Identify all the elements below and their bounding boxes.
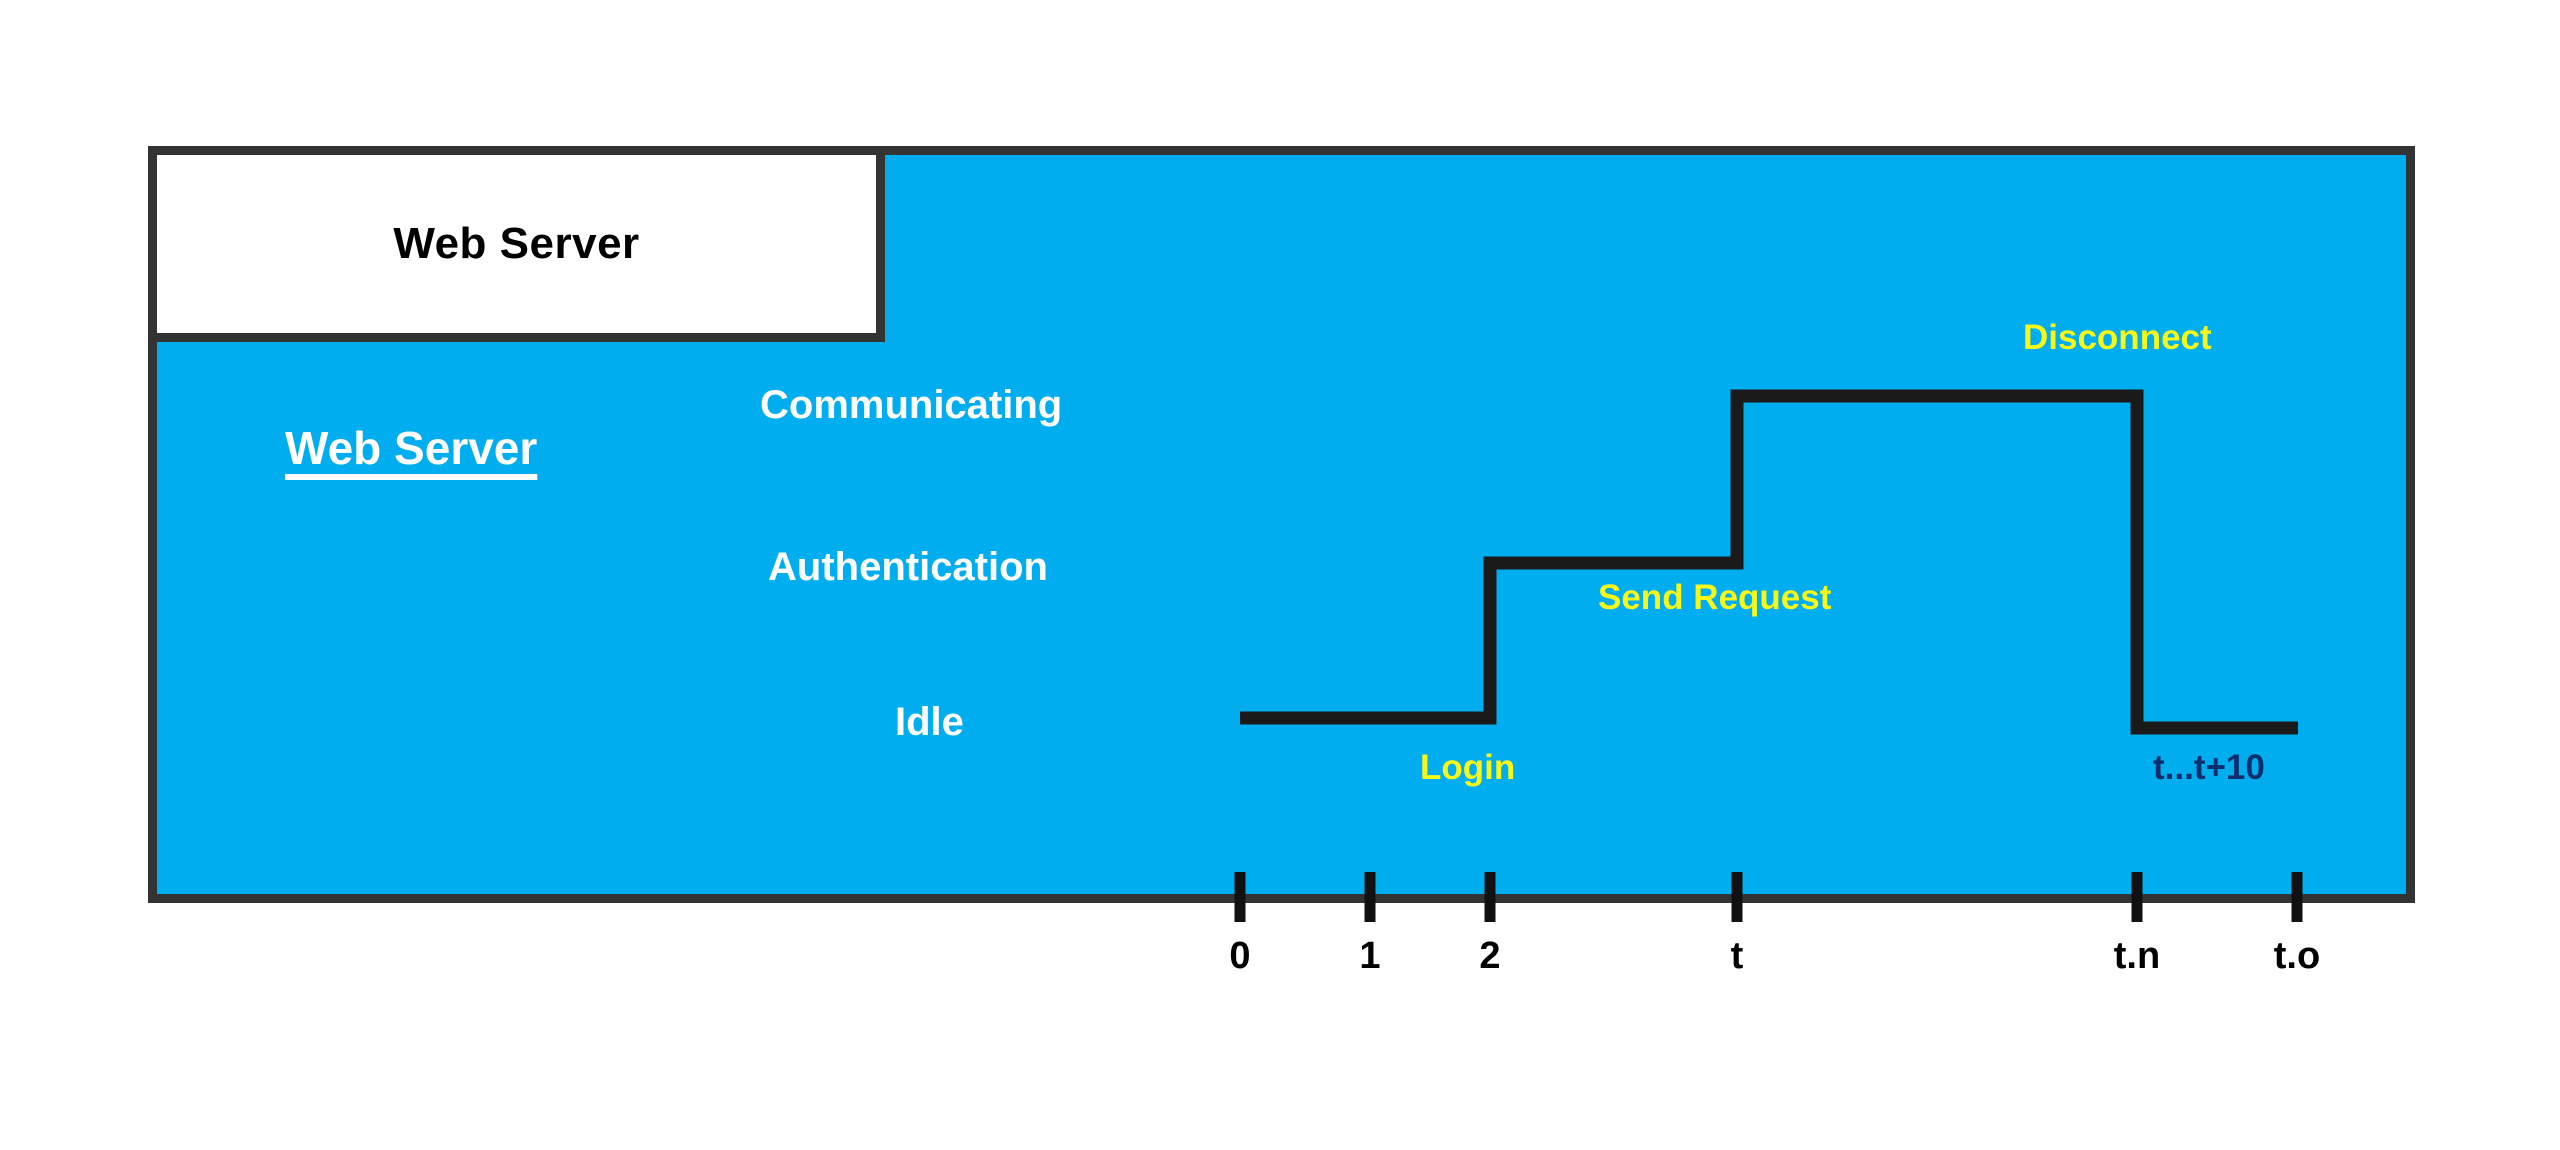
event-label-disconnect: Disconnect — [2023, 318, 2212, 357]
axis-tick-label-to: t.o — [2273, 935, 2321, 977]
page-title: Web Server — [393, 219, 640, 268]
axis-tick-label-0: 0 — [1229, 935, 1251, 977]
axis-tick-label-2: 2 — [1479, 935, 1501, 977]
title-box: Web Server — [148, 146, 885, 342]
state-label-idle: Idle — [895, 700, 964, 744]
axis-tick-label-1: 1 — [1359, 935, 1381, 977]
event-label-send-request: Send Request — [1598, 578, 1832, 617]
axis-tick-label-tn: t.n — [2113, 935, 2161, 977]
event-label-login: Login — [1420, 748, 1516, 787]
axis-tick-label-t: t — [1730, 935, 1744, 977]
entity-legend-label: Web Server — [285, 422, 538, 474]
state-label-communicating: Communicating — [760, 383, 1063, 427]
event-label-time-range: t...t+10 — [2153, 748, 2265, 787]
state-label-authentication: Authentication — [768, 545, 1048, 589]
